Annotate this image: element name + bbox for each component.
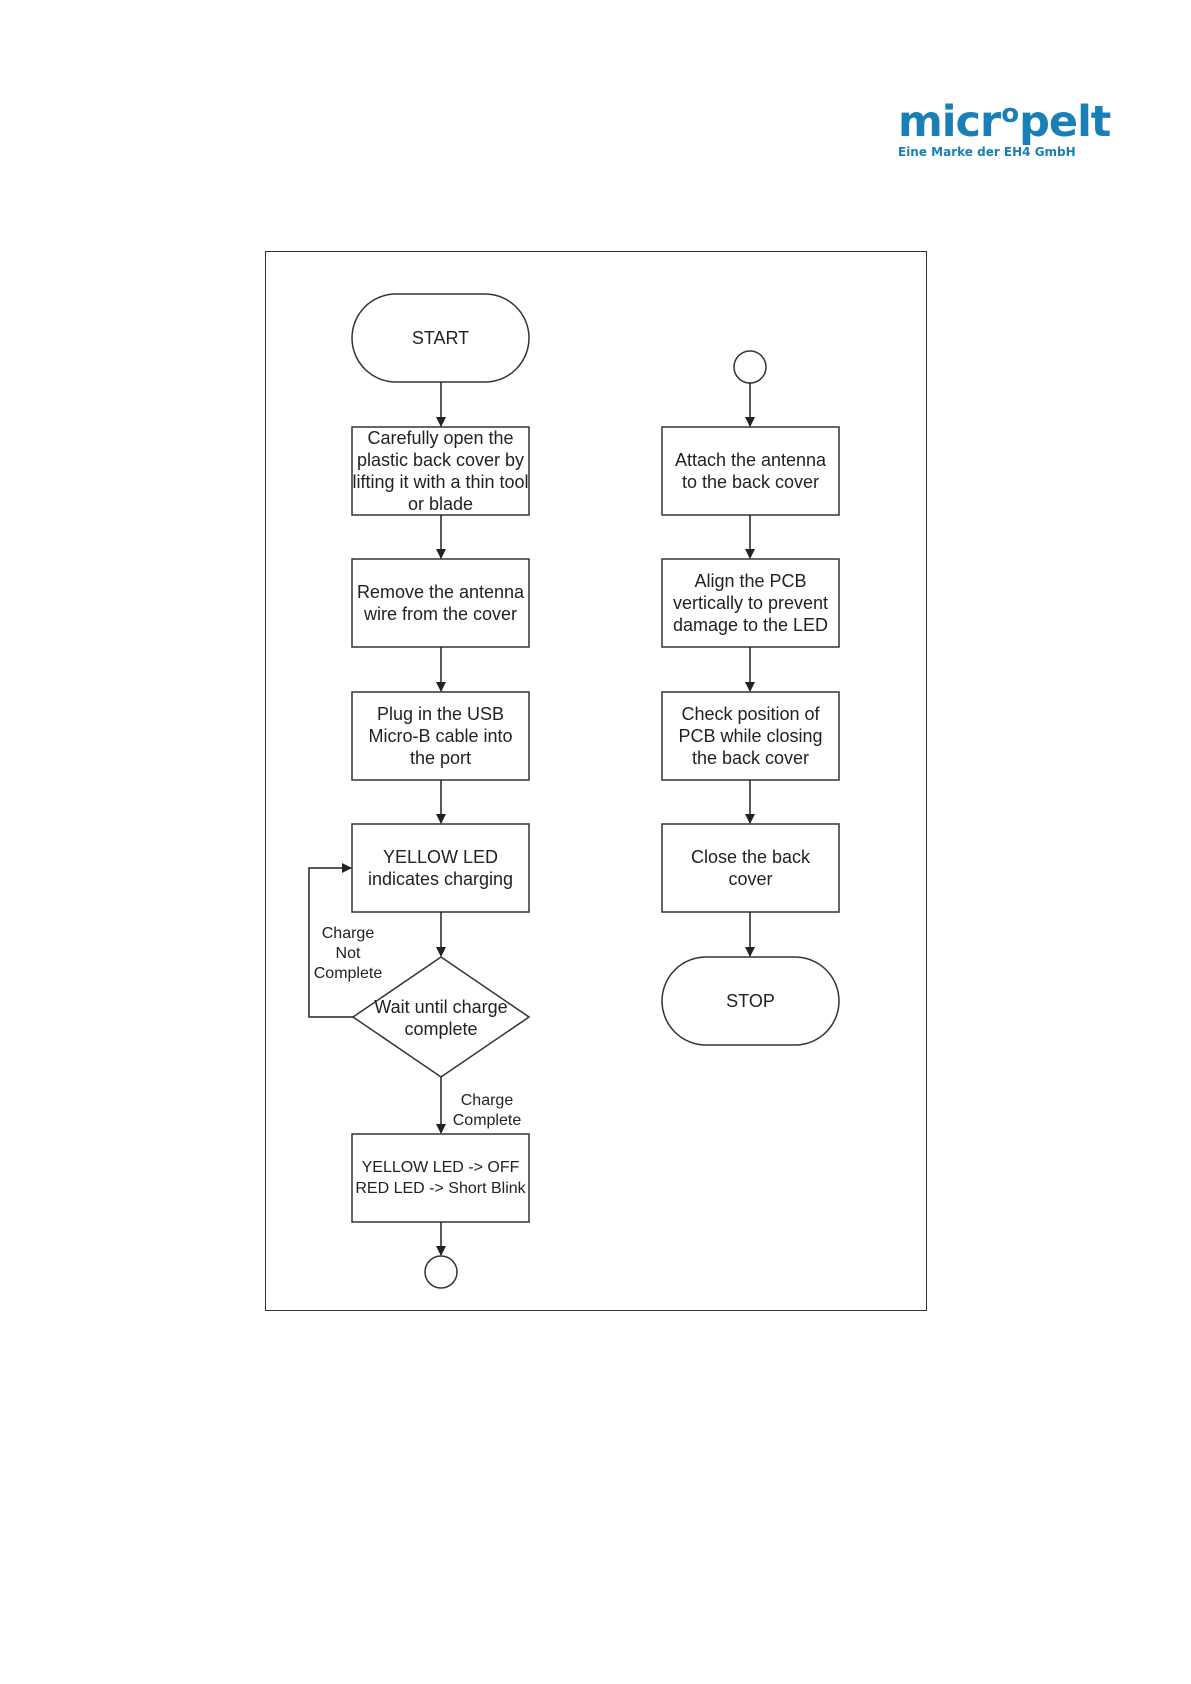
exit-label: Charge Complete (452, 1092, 522, 1129)
step-close-cover-label: Close the back cover (690, 847, 811, 889)
logo-wordmark: micropelt (898, 97, 1111, 147)
logo-tagline: Eine Marke der EH4 GmbH (898, 145, 1076, 159)
result-line-red: RED LED -> Short Blink (355, 1180, 526, 1197)
arrow-loop-not-complete (308, 863, 353, 1018)
stop-label: STOP (726, 991, 775, 1011)
flowchart-frame (265, 251, 927, 1311)
step-align-pcb-label: Align the PCB vertically to prevent dama… (672, 571, 829, 635)
result-line-yellow: YELLOW LED -> OFF (361, 1159, 520, 1176)
micropelt-logo: micropelt Eine Marke der EH4 GmbH (898, 92, 1111, 159)
stop-terminal (661, 956, 840, 1046)
step-led-result-label: YELLOW LED -> OFF RED LED -> Short Blink (352, 1134, 529, 1222)
connector-bottom (424, 1255, 458, 1289)
start-label: START (411, 328, 470, 348)
step-open-cover-label: Carefully open the plastic back cover by… (352, 428, 529, 514)
connector-top (733, 350, 767, 384)
step-plug-usb-label: Plug in the USB Micro-B cable into the p… (368, 704, 513, 768)
step-attach-antenna-label: Attach the antenna to the back cover (674, 450, 827, 492)
decision-label: Wait until charge complete (374, 997, 508, 1039)
step-yellow-led-label: YELLOW LED indicates charging (367, 847, 514, 889)
loop-label: Charge Not Complete (313, 925, 383, 982)
step-remove-antenna-label: Remove the antenna wire from the cover (356, 582, 525, 624)
step-check-pcb-label: Check position of PCB while closing the … (678, 704, 823, 768)
